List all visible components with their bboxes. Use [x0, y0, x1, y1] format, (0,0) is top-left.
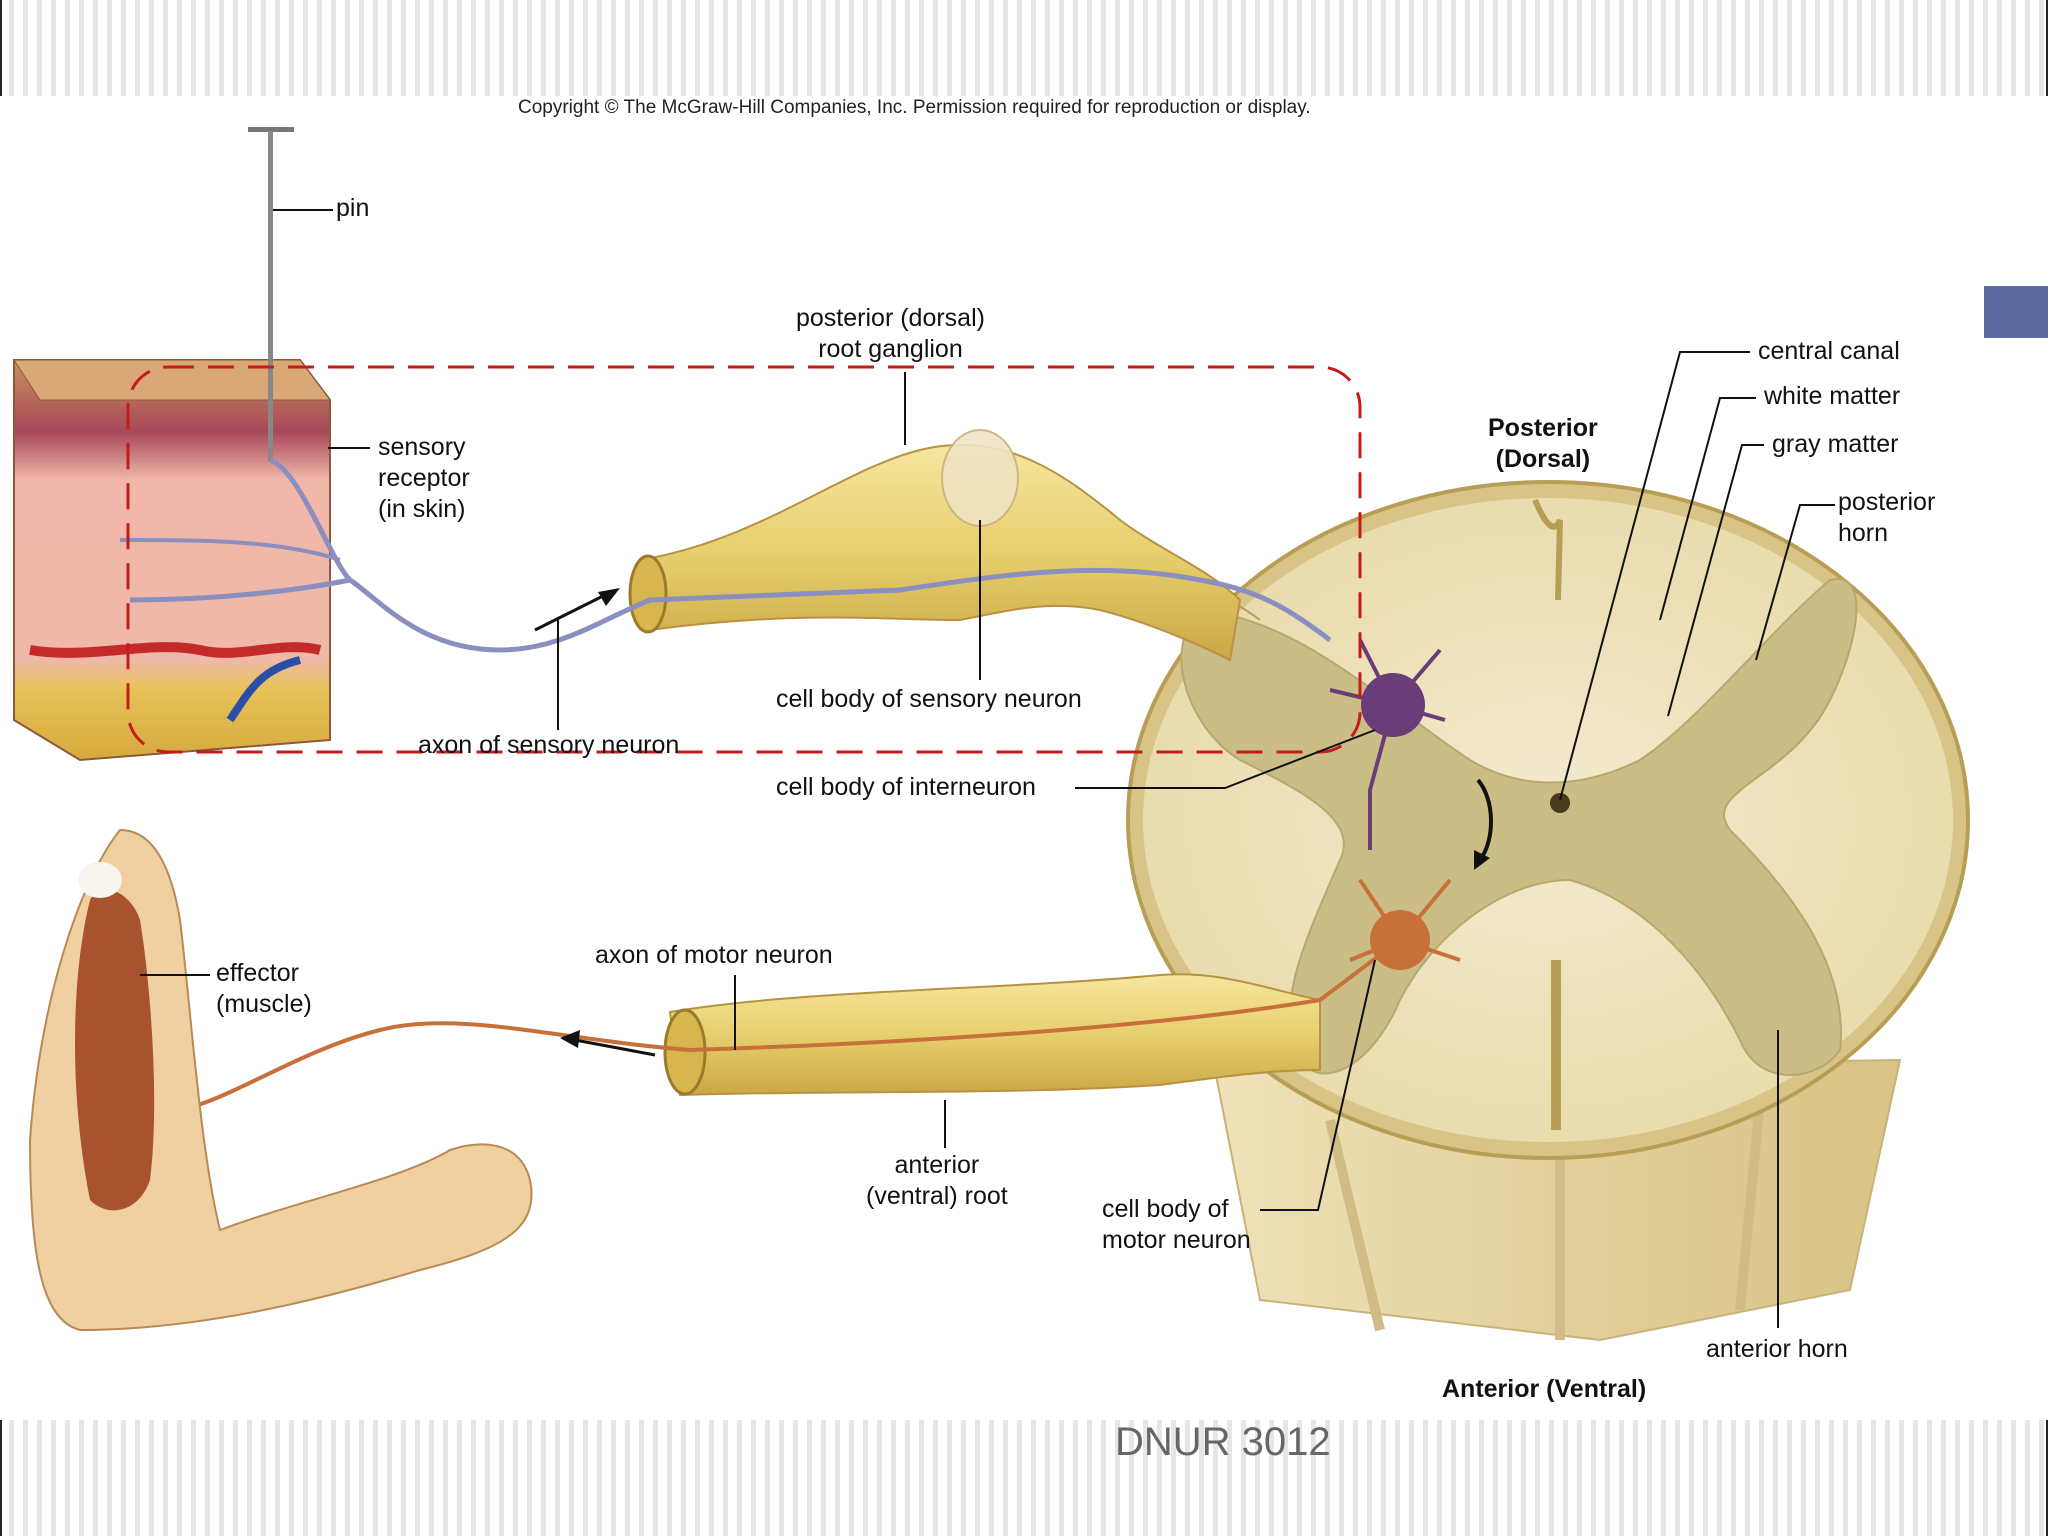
dorsal-root-ganglion-cell [941, 429, 1019, 527]
pin-head [248, 127, 294, 132]
skin-top-surface [13, 359, 331, 401]
trunk-shading-1 [1325, 1118, 1385, 1332]
central-canal [1550, 793, 1570, 813]
synapse-arrow-head [1474, 850, 1490, 870]
nerve-cut-end-motor [663, 1008, 707, 1096]
label-pin: pin [336, 194, 370, 222]
label-posterior-horn: posterior horn [1838, 488, 1936, 547]
label-cell-body-sensory: cell body of sensory neuron [776, 685, 1082, 713]
pin-shaft [268, 131, 273, 461]
motor-neuron-dendrites [1318, 878, 1461, 1002]
leader-motor-neuron [1260, 959, 1376, 1211]
label-axon-motor: axon of motor neuron [595, 941, 833, 969]
leader-white-matter [1659, 397, 1756, 621]
leader-posterior-horn [1755, 504, 1835, 661]
label-white-matter: white matter [1764, 382, 1901, 410]
left-frame-line-top [0, 0, 2, 96]
humerus-head [78, 862, 122, 898]
interneuron-dendrites [1329, 639, 1446, 850]
label-gray-matter: gray matter [1772, 430, 1899, 458]
sensory-nerve [638, 443, 1242, 662]
gray-matter [1180, 578, 1858, 1076]
posterior-median-sulcus [1532, 498, 1563, 601]
leader-central-canal [1559, 351, 1750, 801]
label-anterior-root: anterior (ventral) root [866, 1151, 1008, 1210]
blood-vessel-blue [226, 656, 302, 723]
nerve-cut-end-sensory [628, 554, 668, 634]
leader-gray-matter [1667, 444, 1764, 717]
copyright-notice: Copyright © The McGraw-Hill Companies, I… [518, 97, 1311, 118]
label-central-canal: central canal [1758, 337, 1900, 365]
leader-interneuron [1075, 729, 1376, 789]
synapse-arrow [1476, 778, 1493, 862]
right-frame-line-top [2046, 0, 2048, 96]
top-stripe-band [0, 0, 2048, 96]
label-posterior-dorsal: Posterior (Dorsal) [1488, 414, 1598, 473]
label-anterior-ventral: Anterior (Ventral) [1442, 1375, 1647, 1403]
sensory-arrow-head [598, 588, 620, 606]
label-anterior-horn: anterior horn [1706, 1335, 1848, 1363]
label-cell-body-motor: cell body of motor neuron [1102, 1195, 1251, 1254]
bottom-stripe-band [0, 1420, 2048, 1536]
sensory-axon-branch-2 [119, 538, 341, 562]
sensory-arrow [534, 593, 606, 632]
left-frame-line-bottom [0, 1420, 2, 1536]
label-sensory-receptor: sensory receptor (in skin) [378, 433, 470, 523]
biceps-muscle [75, 889, 155, 1211]
accent-tab [1984, 286, 2048, 338]
label-axon-sensory: axon of sensory neuron [418, 731, 680, 759]
motor-axon [179, 998, 1321, 1112]
motor-arrow-head [560, 1030, 580, 1048]
label-effector: effector (muscle) [216, 959, 312, 1018]
right-frame-line-bottom [2046, 1420, 2048, 1536]
skin-block [13, 359, 331, 762]
sensory-dashed-box [126, 365, 1362, 754]
sensory-axon-branch [129, 577, 351, 603]
trunk-shading-3 [1735, 1099, 1765, 1311]
motor-arrow [574, 1038, 656, 1057]
footer-course-code: DNUR 3012 [1115, 1420, 1331, 1464]
arm [28, 828, 533, 1332]
blood-vessel-red [29, 642, 322, 658]
label-cell-body-interneuron: cell body of interneuron [776, 773, 1036, 801]
label-dorsal-root-ganglion: posterior (dorsal) root ganglion [796, 304, 985, 363]
